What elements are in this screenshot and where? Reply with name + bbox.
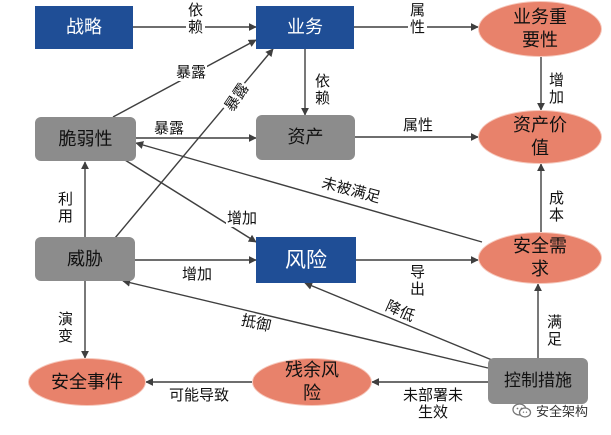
- label-business-asset: 依赖: [313, 72, 332, 107]
- label-threat-event: 演变: [56, 310, 75, 345]
- arrow-requirement-vuln: [135, 141, 483, 243]
- node-control-measures: 控制措施: [488, 358, 588, 404]
- node-security-event: 安全事件: [28, 358, 146, 406]
- label-control-residual: 未部署未生效: [402, 386, 464, 421]
- node-business-importance: 业务重要性: [478, 1, 602, 57]
- label-business-importance: 属性: [408, 1, 427, 36]
- arrow-threat-business: [114, 48, 274, 239]
- node-asset-value: 资产价值: [478, 110, 602, 164]
- arrow-control-risk: [304, 282, 493, 361]
- label-control-requirement: 满足: [545, 313, 564, 348]
- label-vuln-asset: 暴露: [153, 119, 186, 137]
- node-vulnerability: 脆弱性: [35, 117, 136, 161]
- node-strategy: 战略: [35, 6, 133, 49]
- node-business: 业务: [256, 6, 354, 49]
- wechat-logo-icon: [512, 402, 532, 419]
- watermark-text: 安全架构: [536, 405, 589, 420]
- label-risk-requirement: 导出: [408, 263, 427, 298]
- label-residual-event: 可能导致: [168, 386, 230, 404]
- node-security-requirement: 安全需求: [478, 232, 602, 284]
- label-importance-value: 增加: [547, 71, 566, 106]
- node-residual-risk: 残余风险: [252, 358, 372, 406]
- label-requirement-value: 成本: [547, 189, 566, 224]
- label-strategy-business: 依赖: [186, 1, 205, 36]
- label-vuln-business: 暴露: [175, 63, 208, 81]
- node-threat: 威胁: [35, 237, 135, 281]
- node-asset: 资产: [256, 115, 355, 160]
- arrow-vuln-risk: [124, 159, 257, 243]
- node-risk: 风险: [256, 237, 356, 283]
- label-asset-value: 属性: [402, 116, 435, 134]
- arrow-control-threat: [122, 278, 489, 369]
- label-vuln-risk: 增加: [226, 209, 259, 227]
- label-threat-vuln: 利用: [56, 190, 75, 225]
- watermark: 安全架构: [512, 401, 588, 420]
- label-threat-risk: 增加: [181, 265, 214, 283]
